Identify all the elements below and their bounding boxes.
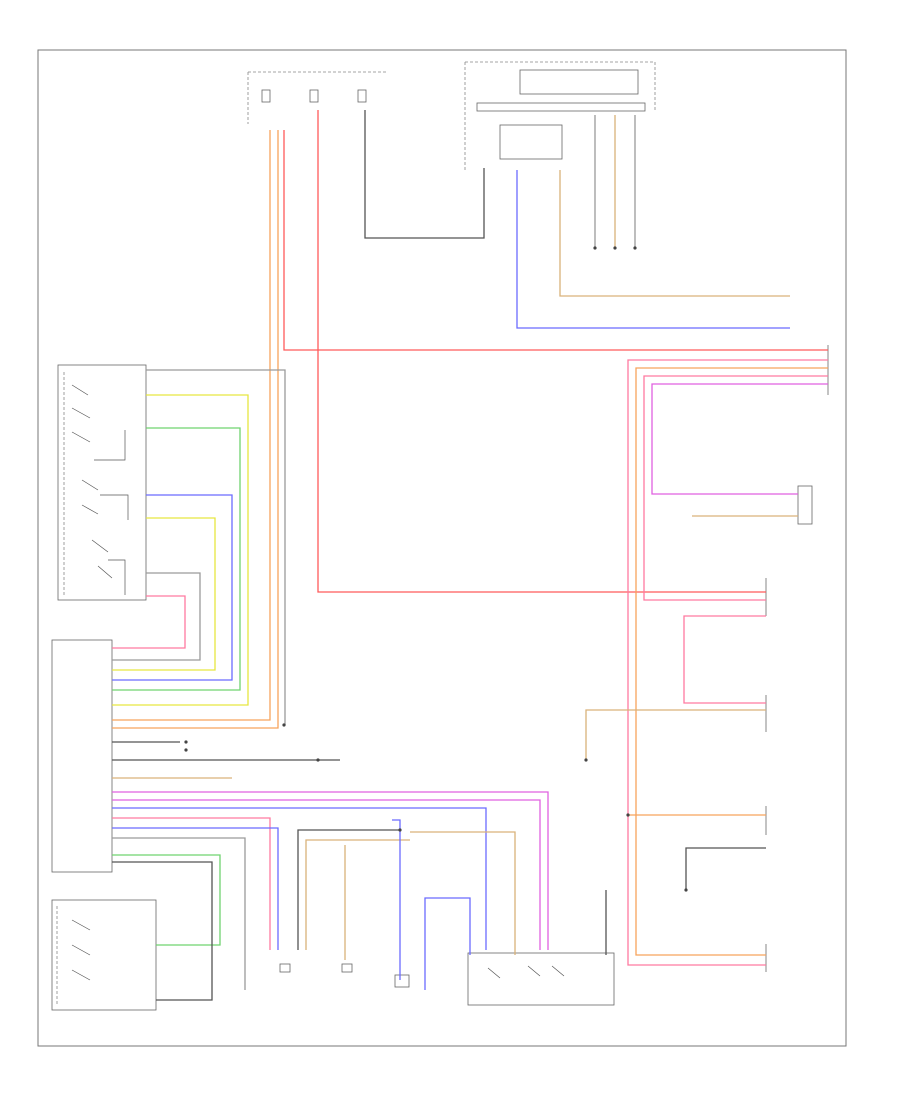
- wire-gray-3: [112, 572, 201, 661]
- wire-violet-long-2: [112, 799, 541, 950]
- wire-pink-connector: [683, 615, 766, 704]
- wire-blue-4: [424, 897, 471, 990]
- wire-yellow-1: [112, 394, 249, 706]
- control-module: [51, 639, 113, 873]
- wire-blue-2: [112, 827, 279, 950]
- wire-yellow-2: [112, 517, 216, 671]
- wire-blue-long: [112, 807, 487, 950]
- wire-violet-right: [651, 383, 828, 495]
- splice-points: [184, 246, 688, 892]
- wire-tan-cluster: [559, 170, 790, 297]
- wire-pink-1: [112, 595, 186, 649]
- wire-black-top: [364, 110, 485, 239]
- wire-blue-1: [112, 494, 233, 681]
- diagram-frame: [37, 49, 847, 1047]
- wire-orange-right: [635, 367, 828, 956]
- wire-gray-switch: [146, 369, 286, 725]
- headlight-switch-unit: [57, 364, 147, 601]
- wire-orange-1: [112, 130, 271, 721]
- wire-green-1: [112, 427, 241, 691]
- fuse-block: [247, 71, 388, 124]
- bulb-2: [279, 963, 291, 973]
- right-connectors: [765, 345, 829, 972]
- wire-orange-2: [112, 130, 279, 729]
- wire-black-lamp: [685, 847, 766, 890]
- bulb-3: [394, 974, 410, 988]
- wire-red-feed: [283, 130, 828, 351]
- wire-green-2: [112, 854, 221, 946]
- wire-pink-3: [112, 817, 271, 950]
- wire-tan-6: [410, 831, 516, 955]
- wire-violet-long-1: [112, 791, 549, 950]
- light-switch-module: [467, 952, 615, 1006]
- wire-blue-cluster: [516, 170, 790, 329]
- wire-blue-3: [392, 819, 401, 980]
- wire-pink-right-1: [627, 359, 828, 966]
- wire-red-long: [317, 110, 766, 593]
- wire-black-4: [112, 861, 213, 1001]
- wire-tan-4: [305, 839, 410, 950]
- wire-black-5: [297, 829, 400, 950]
- bulb-1: [341, 963, 353, 973]
- wire-gray-4: [112, 837, 246, 990]
- wire-pink-right-2: [643, 375, 828, 601]
- wire-tan-connector: [585, 709, 766, 760]
- instrument-panel-switch: [51, 899, 157, 1011]
- instrument-cluster: [464, 61, 656, 170]
